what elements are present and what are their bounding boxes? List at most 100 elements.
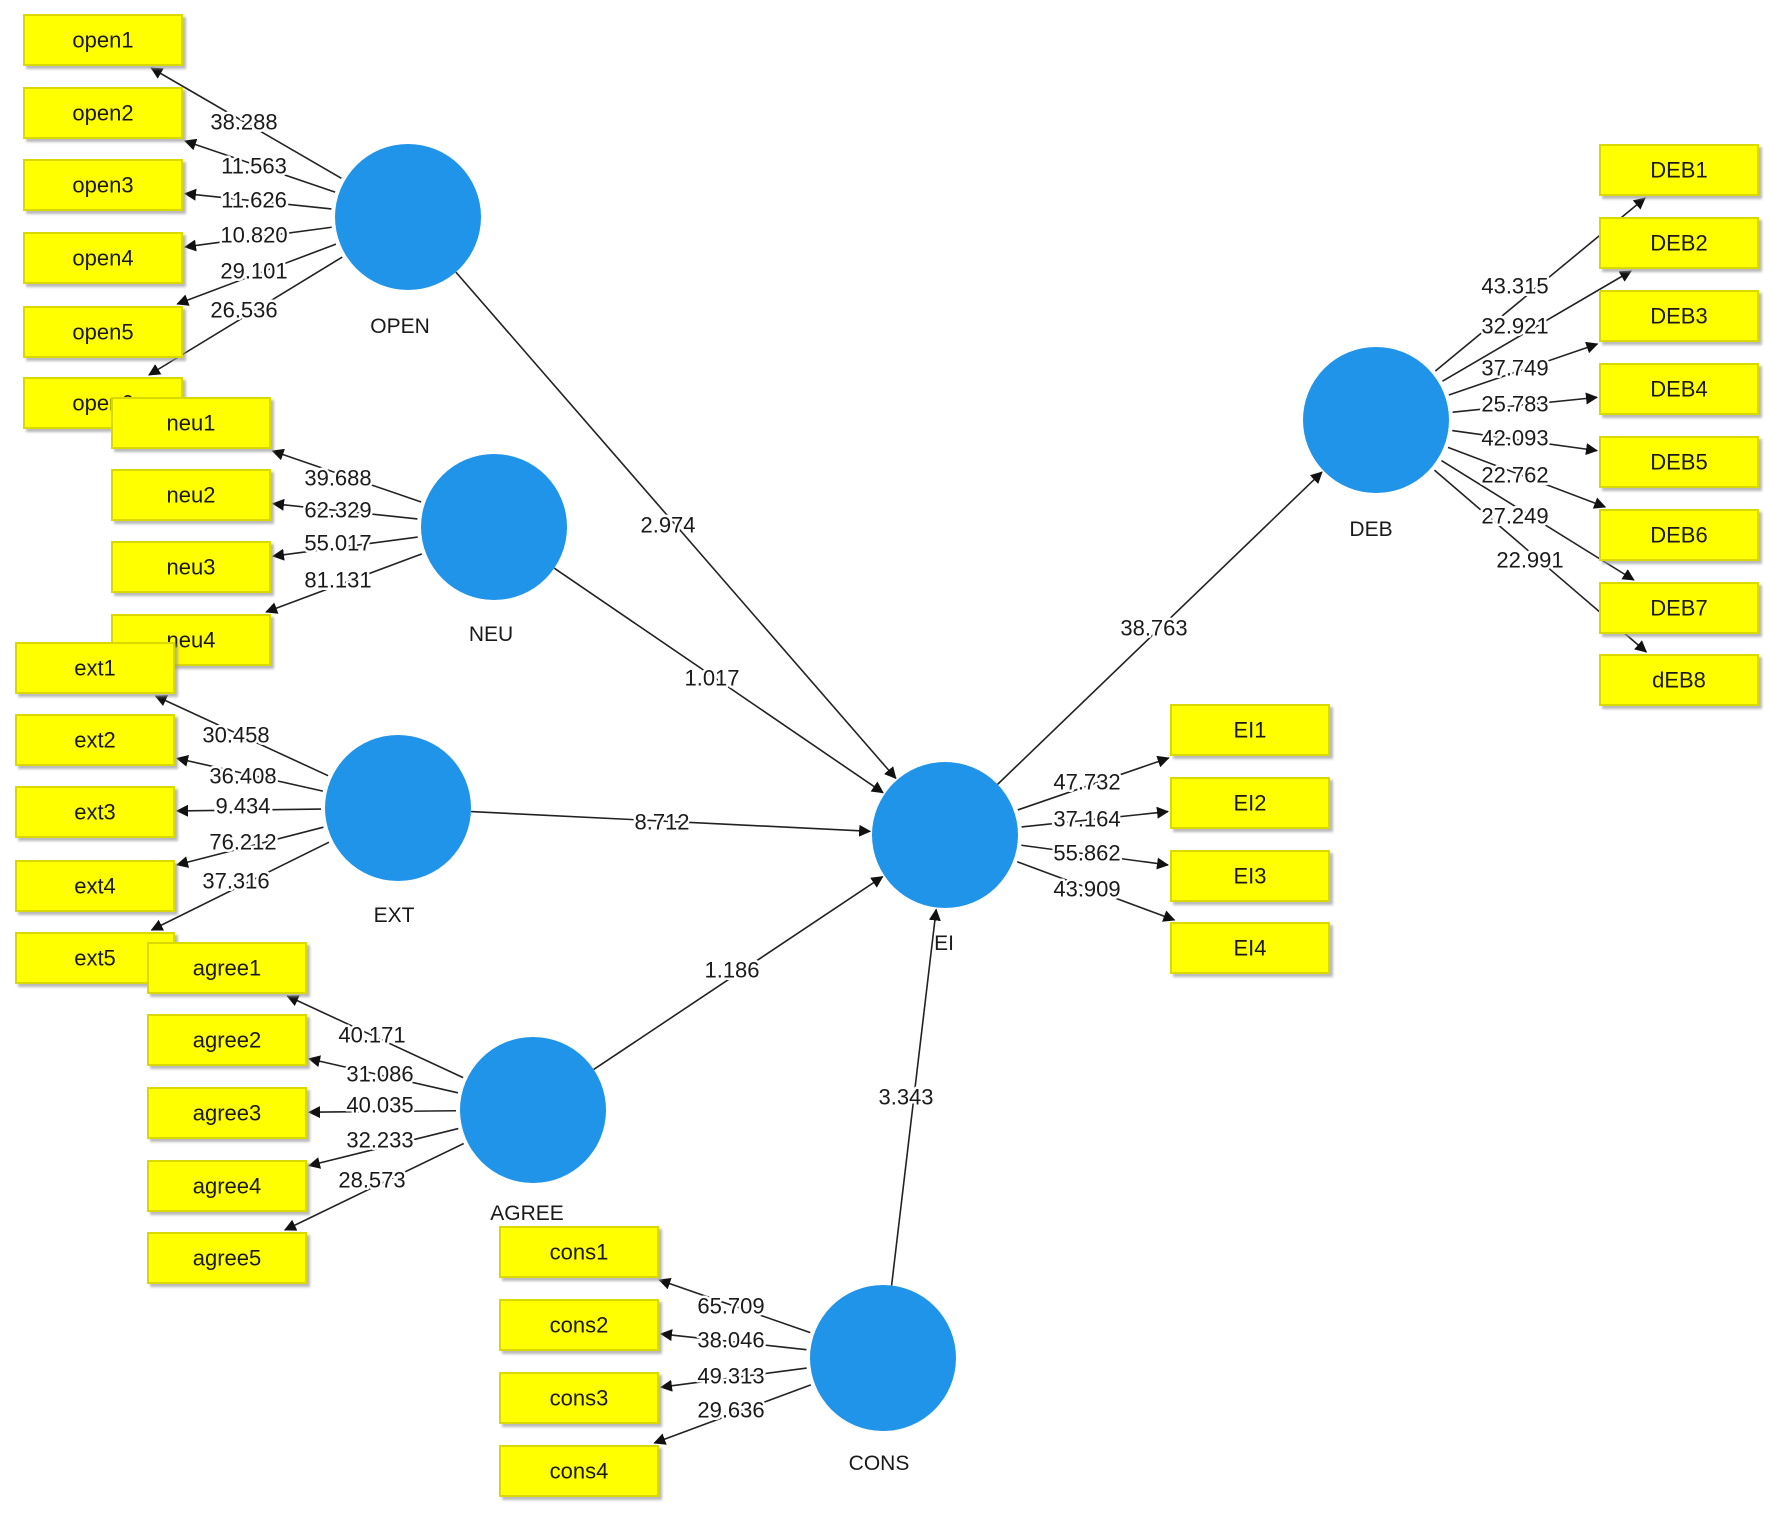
indicator-cons3[interactable]: cons3 [499,1372,659,1424]
latent-cons[interactable] [810,1285,956,1431]
indicator-label: ext3 [74,800,116,825]
indicator-box[interactable] [23,232,183,284]
indicator-neu2[interactable]: neu2 [111,469,271,521]
indicator-box[interactable] [1599,654,1759,706]
indicator-label: cons1 [550,1240,609,1265]
indicator-box[interactable] [1170,850,1330,902]
indicator-cons2[interactable]: cons2 [499,1299,659,1351]
indicator-box[interactable] [15,860,175,912]
indicator-open3[interactable]: open3 [23,159,183,211]
indicator-EI3[interactable]: EI3 [1170,850,1330,902]
latent-circle[interactable] [460,1037,606,1183]
indicator-box[interactable] [1599,363,1759,415]
indicator-box[interactable] [1599,290,1759,342]
indicator-DEB4[interactable]: DEB4 [1599,363,1759,415]
loading-arrow-neu3 [272,536,418,561]
latent-ei[interactable] [872,762,1018,908]
path-value-ext-ei: 8.712 [634,810,689,835]
indicator-box[interactable] [147,1014,307,1066]
indicator-box[interactable] [1599,582,1759,634]
latent-circle[interactable] [1303,347,1449,493]
loading-arrow-agree5 [283,1142,465,1231]
loading-value-EI2: 37.164 [1053,807,1120,832]
indicator-box[interactable] [499,1299,659,1351]
latent-circle[interactable] [872,762,1018,908]
latent-deb[interactable] [1303,347,1449,493]
indicator-DEB5[interactable]: DEB5 [1599,436,1759,488]
indicator-label: cons4 [550,1459,609,1484]
indicator-box[interactable] [147,1232,307,1284]
indicator-box[interactable] [1599,436,1759,488]
indicator-open2[interactable]: open2 [23,87,183,139]
indicator-agree1[interactable]: agree1 [147,942,307,994]
latent-circle[interactable] [810,1285,956,1431]
loading-value-cons3: 49.313 [697,1364,764,1389]
indicator-box[interactable] [23,306,183,358]
indicator-box[interactable] [147,1087,307,1139]
indicator-box[interactable] [499,1445,659,1497]
indicator-DEB1[interactable]: DEB1 [1599,144,1759,196]
loading-value-agree2: 31.086 [346,1062,413,1087]
indicator-cons4[interactable]: cons4 [499,1445,659,1497]
indicator-open4[interactable]: open4 [23,232,183,284]
latent-circle[interactable] [335,144,481,290]
indicator-agree2[interactable]: agree2 [147,1014,307,1066]
indicator-box[interactable] [1170,777,1330,829]
indicator-EI2[interactable]: EI2 [1170,777,1330,829]
loading-arrow-EI4 [1016,861,1176,922]
indicator-cons1[interactable]: cons1 [499,1226,659,1278]
loading-value-EI1: 47.732 [1053,770,1120,795]
indicator-box[interactable] [23,87,183,139]
indicator-DEB7[interactable]: DEB7 [1599,582,1759,634]
indicator-box[interactable] [499,1226,659,1278]
path-value-neu-ei: 1.017 [684,666,739,691]
latent-circle[interactable] [325,735,471,881]
indicator-box[interactable] [23,159,183,211]
indicator-agree3[interactable]: agree3 [147,1087,307,1139]
indicator-agree5[interactable]: agree5 [147,1232,307,1284]
indicator-box[interactable] [1170,704,1330,756]
latent-agree[interactable] [460,1037,606,1183]
loading-value-ext4: 76.212 [209,830,276,855]
indicator-ext4[interactable]: ext4 [15,860,175,912]
loading-arrow-EI2 [1021,806,1169,828]
indicator-box[interactable] [1599,144,1759,196]
indicator-box[interactable] [499,1372,659,1424]
indicator-box[interactable] [1599,509,1759,561]
indicator-DEB2[interactable]: DEB2 [1599,217,1759,269]
loading-arrow-open2 [184,138,336,193]
loading-value-cons4: 29.636 [697,1398,764,1423]
indicator-box[interactable] [15,714,175,766]
indicator-box[interactable] [111,397,271,449]
indicator-agree4[interactable]: agree4 [147,1160,307,1212]
indicator-box[interactable] [15,786,175,838]
indicator-dEB8[interactable]: dEB8 [1599,654,1759,706]
indicator-box[interactable] [111,541,271,593]
indicator-label: DEB6 [1650,523,1707,548]
indicator-neu3[interactable]: neu3 [111,541,271,593]
indicator-neu1[interactable]: neu1 [111,397,271,449]
indicator-box[interactable] [147,1160,307,1212]
indicator-box[interactable] [111,469,271,521]
indicator-box[interactable] [1599,217,1759,269]
latent-circle[interactable] [421,454,567,600]
indicator-open5[interactable]: open5 [23,306,183,358]
indicator-box[interactable] [23,14,183,66]
indicator-box[interactable] [15,642,175,694]
indicator-label: ext2 [74,728,116,753]
indicator-EI4[interactable]: EI4 [1170,922,1330,974]
indicator-DEB6[interactable]: DEB6 [1599,509,1759,561]
indicator-ext1[interactable]: ext1 [15,642,175,694]
indicator-ext2[interactable]: ext2 [15,714,175,766]
indicator-label: open2 [72,101,133,126]
indicator-box[interactable] [1170,922,1330,974]
indicator-EI1[interactable]: EI1 [1170,704,1330,756]
indicator-DEB3[interactable]: DEB3 [1599,290,1759,342]
latent-open[interactable] [335,144,481,290]
indicator-open1[interactable]: open1 [23,14,183,66]
latent-ext[interactable] [325,735,471,881]
indicator-ext3[interactable]: ext3 [15,786,175,838]
indicator-box[interactable] [147,942,307,994]
latent-neu[interactable] [421,454,567,600]
